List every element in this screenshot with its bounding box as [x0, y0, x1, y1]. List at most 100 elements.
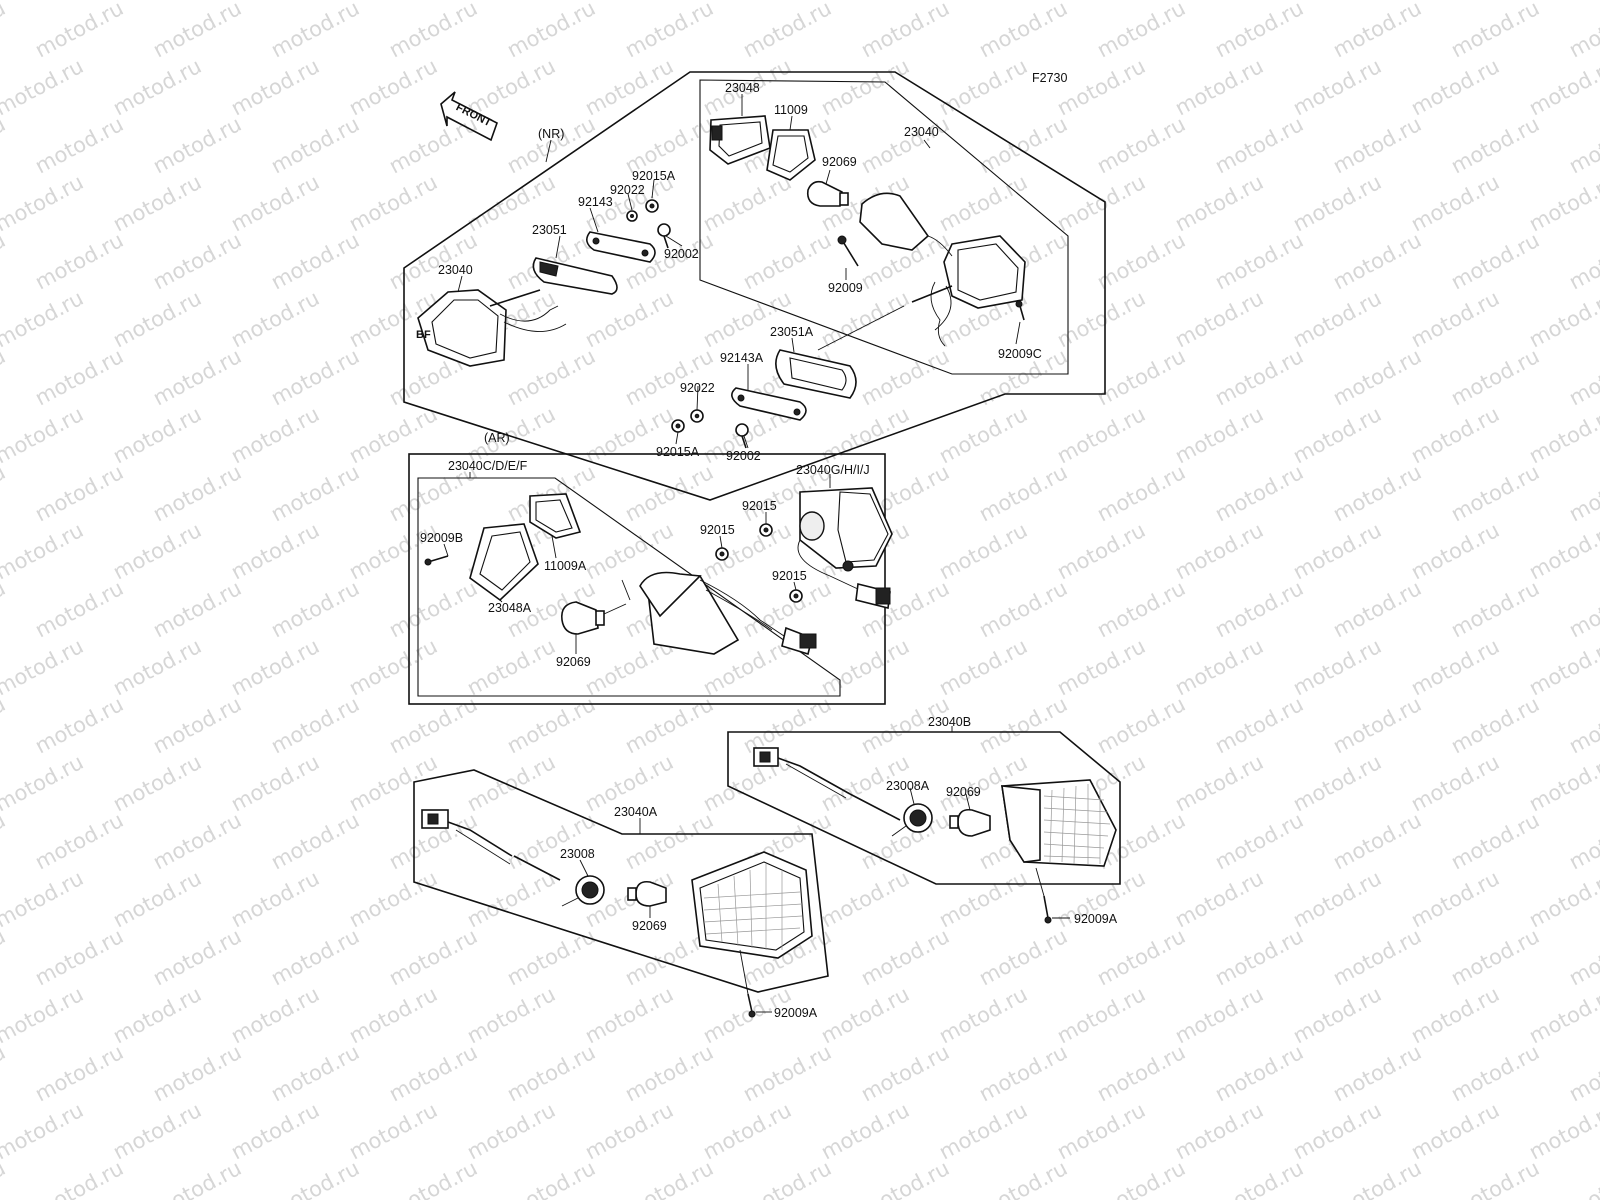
watermark-text: motod.ru [31, 344, 127, 410]
washer-92022-top [626, 210, 638, 222]
watermark-text: motod.ru [1171, 518, 1267, 584]
label-92009: 92009 [828, 281, 863, 295]
label-92069-a: 92069 [632, 919, 667, 933]
ar-group-outline [408, 453, 886, 705]
watermark-text: motod.ru [1289, 286, 1385, 352]
gasket-11009 [766, 129, 816, 181]
watermark-text: motod.ru [1565, 0, 1600, 62]
watermark-text: motod.ru [975, 1156, 1071, 1200]
group-23040a-outline [413, 769, 829, 993]
socket-23008a [891, 803, 933, 837]
label-92015a-bottom: 92015A [656, 445, 700, 459]
watermark-text: motod.ru [1329, 692, 1425, 758]
watermark-text: motod.ru [0, 286, 87, 352]
watermark-text: motod.ru [149, 1040, 245, 1106]
watermark-text: motod.ru [0, 808, 9, 874]
watermark-text: motod.ru [149, 460, 245, 526]
watermark-text: motod.ru [1211, 344, 1307, 410]
watermark-text: motod.ru [149, 1156, 245, 1200]
watermark-text: motod.ru [1447, 460, 1543, 526]
watermark-text: motod.ru [345, 750, 441, 816]
watermark-text: motod.ru [1171, 402, 1267, 468]
watermark-text: motod.ru [1289, 402, 1385, 468]
watermark-text: motod.ru [935, 982, 1031, 1048]
nut-92015-1 [759, 523, 773, 537]
watermark-text: motod.ru [1565, 1040, 1600, 1106]
watermark-text: motod.ru [975, 0, 1071, 62]
screw-92009 [837, 235, 859, 267]
watermark-text: motod.ru [1525, 866, 1600, 932]
watermark-text: motod.ru [1447, 808, 1543, 874]
watermark-text: motod.ru [1053, 170, 1149, 236]
watermark-text: motod.ru [109, 54, 205, 120]
watermark-text: motod.ru [149, 0, 245, 62]
watermark-text: motod.ru [581, 54, 677, 120]
watermark-text: motod.ru [1289, 518, 1385, 584]
watermark-text: motod.ru [1447, 112, 1543, 178]
watermark-text: motod.ru [0, 518, 87, 584]
watermark-text: motod.ru [699, 286, 795, 352]
watermark-text: motod.ru [975, 460, 1071, 526]
watermark-text: motod.ru [149, 692, 245, 758]
watermark-text: motod.ru [385, 228, 481, 294]
watermark-text: motod.ru [463, 1098, 559, 1164]
watermark-text: motod.ru [267, 808, 363, 874]
gasket-11009a [529, 493, 582, 539]
turn-signal-housing-ar [621, 571, 817, 656]
watermark-text: motod.ru [463, 634, 559, 700]
watermark-text: motod.ru [1407, 54, 1503, 120]
watermark-text: motod.ru [1289, 170, 1385, 236]
watermark-text: motod.ru [0, 228, 9, 294]
watermark-text: motod.ru [267, 1156, 363, 1200]
watermark-text: motod.ru [1565, 460, 1600, 526]
screw-92009a-left [739, 949, 756, 1018]
watermark-text: motod.ru [267, 112, 363, 178]
watermark-text: motod.ru [0, 460, 9, 526]
watermark-text: motod.ru [503, 344, 599, 410]
watermark-text: motod.ru [345, 0, 441, 4]
bracket-23051 [532, 257, 618, 295]
watermark-text: motod.ru [739, 228, 835, 294]
watermark-text: motod.ru [739, 1040, 835, 1106]
watermark-text: motod.ru [699, 1098, 795, 1164]
watermark-text: motod.ru [227, 982, 323, 1048]
watermark-text: motod.ru [149, 924, 245, 990]
watermark-text: motod.ru [1565, 228, 1600, 294]
watermark-text: motod.ru [1407, 750, 1503, 816]
watermark-text: motod.ru [857, 1040, 953, 1106]
label-23040ghij: 23040G/H/I/J [796, 463, 870, 477]
watermark-text: motod.ru [1053, 634, 1149, 700]
watermark-text: motod.ru [1211, 808, 1307, 874]
watermark-text: motod.ru [345, 634, 441, 700]
watermark-text: motod.ru [1525, 750, 1600, 816]
label-23040b: 23040B [928, 715, 971, 729]
label-23040-right: 23040 [904, 125, 939, 139]
harness-23040a [421, 809, 561, 881]
watermark-text: motod.ru [1407, 866, 1503, 932]
bolt-92002-bottom [735, 423, 749, 449]
watermark-text: motod.ru [1447, 692, 1543, 758]
watermark-text: motod.ru [935, 1098, 1031, 1164]
watermark-text: motod.ru [267, 0, 363, 62]
watermark-text: motod.ru [817, 982, 913, 1048]
watermark-text: motod.ru [267, 460, 363, 526]
watermark-text: motod.ru [109, 982, 205, 1048]
watermark-text: motod.ru [1525, 402, 1600, 468]
watermark-text: motod.ru [1329, 460, 1425, 526]
watermark-text: motod.ru [227, 0, 323, 4]
watermark-text: motod.ru [385, 924, 481, 990]
label-23048: 23048 [725, 81, 760, 95]
nut-92015-3 [789, 589, 803, 603]
watermark-text: motod.ru [581, 0, 677, 4]
label-92002-top: 92002 [664, 247, 699, 261]
watermark-text: motod.ru [1093, 1040, 1189, 1106]
watermark-text: motod.ru [1053, 518, 1149, 584]
watermark-text: motod.ru [227, 402, 323, 468]
label-92015-2: 92015 [700, 523, 735, 537]
watermark-text: motod.ru [1211, 0, 1307, 62]
watermark-text: motod.ru [1289, 54, 1385, 120]
watermark-text: motod.ru [1407, 170, 1503, 236]
watermark-text: motod.ru [1093, 576, 1189, 642]
watermark-text: motod.ru [817, 286, 913, 352]
watermark-text: motod.ru [621, 460, 717, 526]
